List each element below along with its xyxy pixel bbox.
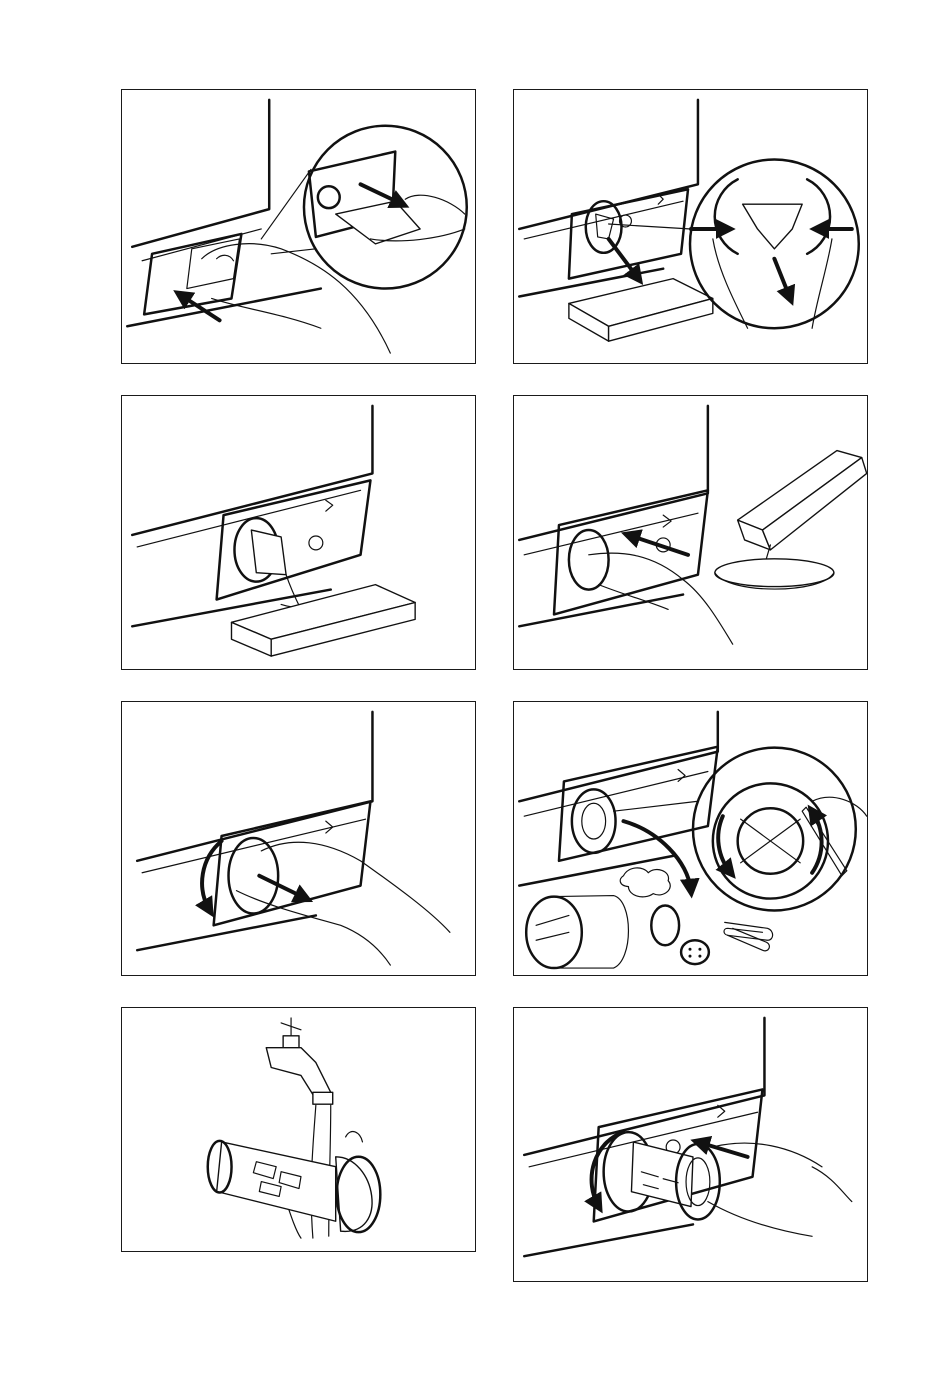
tray-icon bbox=[231, 585, 415, 656]
pump-cover-icon bbox=[229, 838, 279, 913]
drain-hose-icon bbox=[234, 518, 286, 582]
illustration-step-3 bbox=[121, 395, 476, 670]
tray-icon bbox=[569, 279, 713, 342]
illustration-step-6 bbox=[513, 701, 868, 976]
tray-icon bbox=[738, 451, 867, 550]
filter-icon bbox=[526, 896, 628, 968]
button-icon bbox=[681, 940, 709, 964]
illustration-step-4 bbox=[513, 395, 868, 670]
illustration-step-8 bbox=[513, 1007, 868, 1282]
hand-icon bbox=[708, 1143, 852, 1236]
illustration-step-2 bbox=[513, 89, 868, 364]
filter-icon bbox=[208, 1141, 381, 1232]
tap-icon bbox=[266, 1018, 332, 1104]
hand-icon bbox=[713, 204, 832, 328]
bowl-icon bbox=[715, 559, 834, 589]
paper-clip-icon bbox=[724, 922, 773, 950]
illustration-step-1 bbox=[121, 89, 476, 364]
lint-icon bbox=[620, 868, 670, 897]
coin-icon bbox=[651, 906, 679, 946]
illustration-step-5 bbox=[121, 701, 476, 976]
illustration-step-7 bbox=[121, 1007, 476, 1252]
hand-icon bbox=[236, 842, 449, 965]
